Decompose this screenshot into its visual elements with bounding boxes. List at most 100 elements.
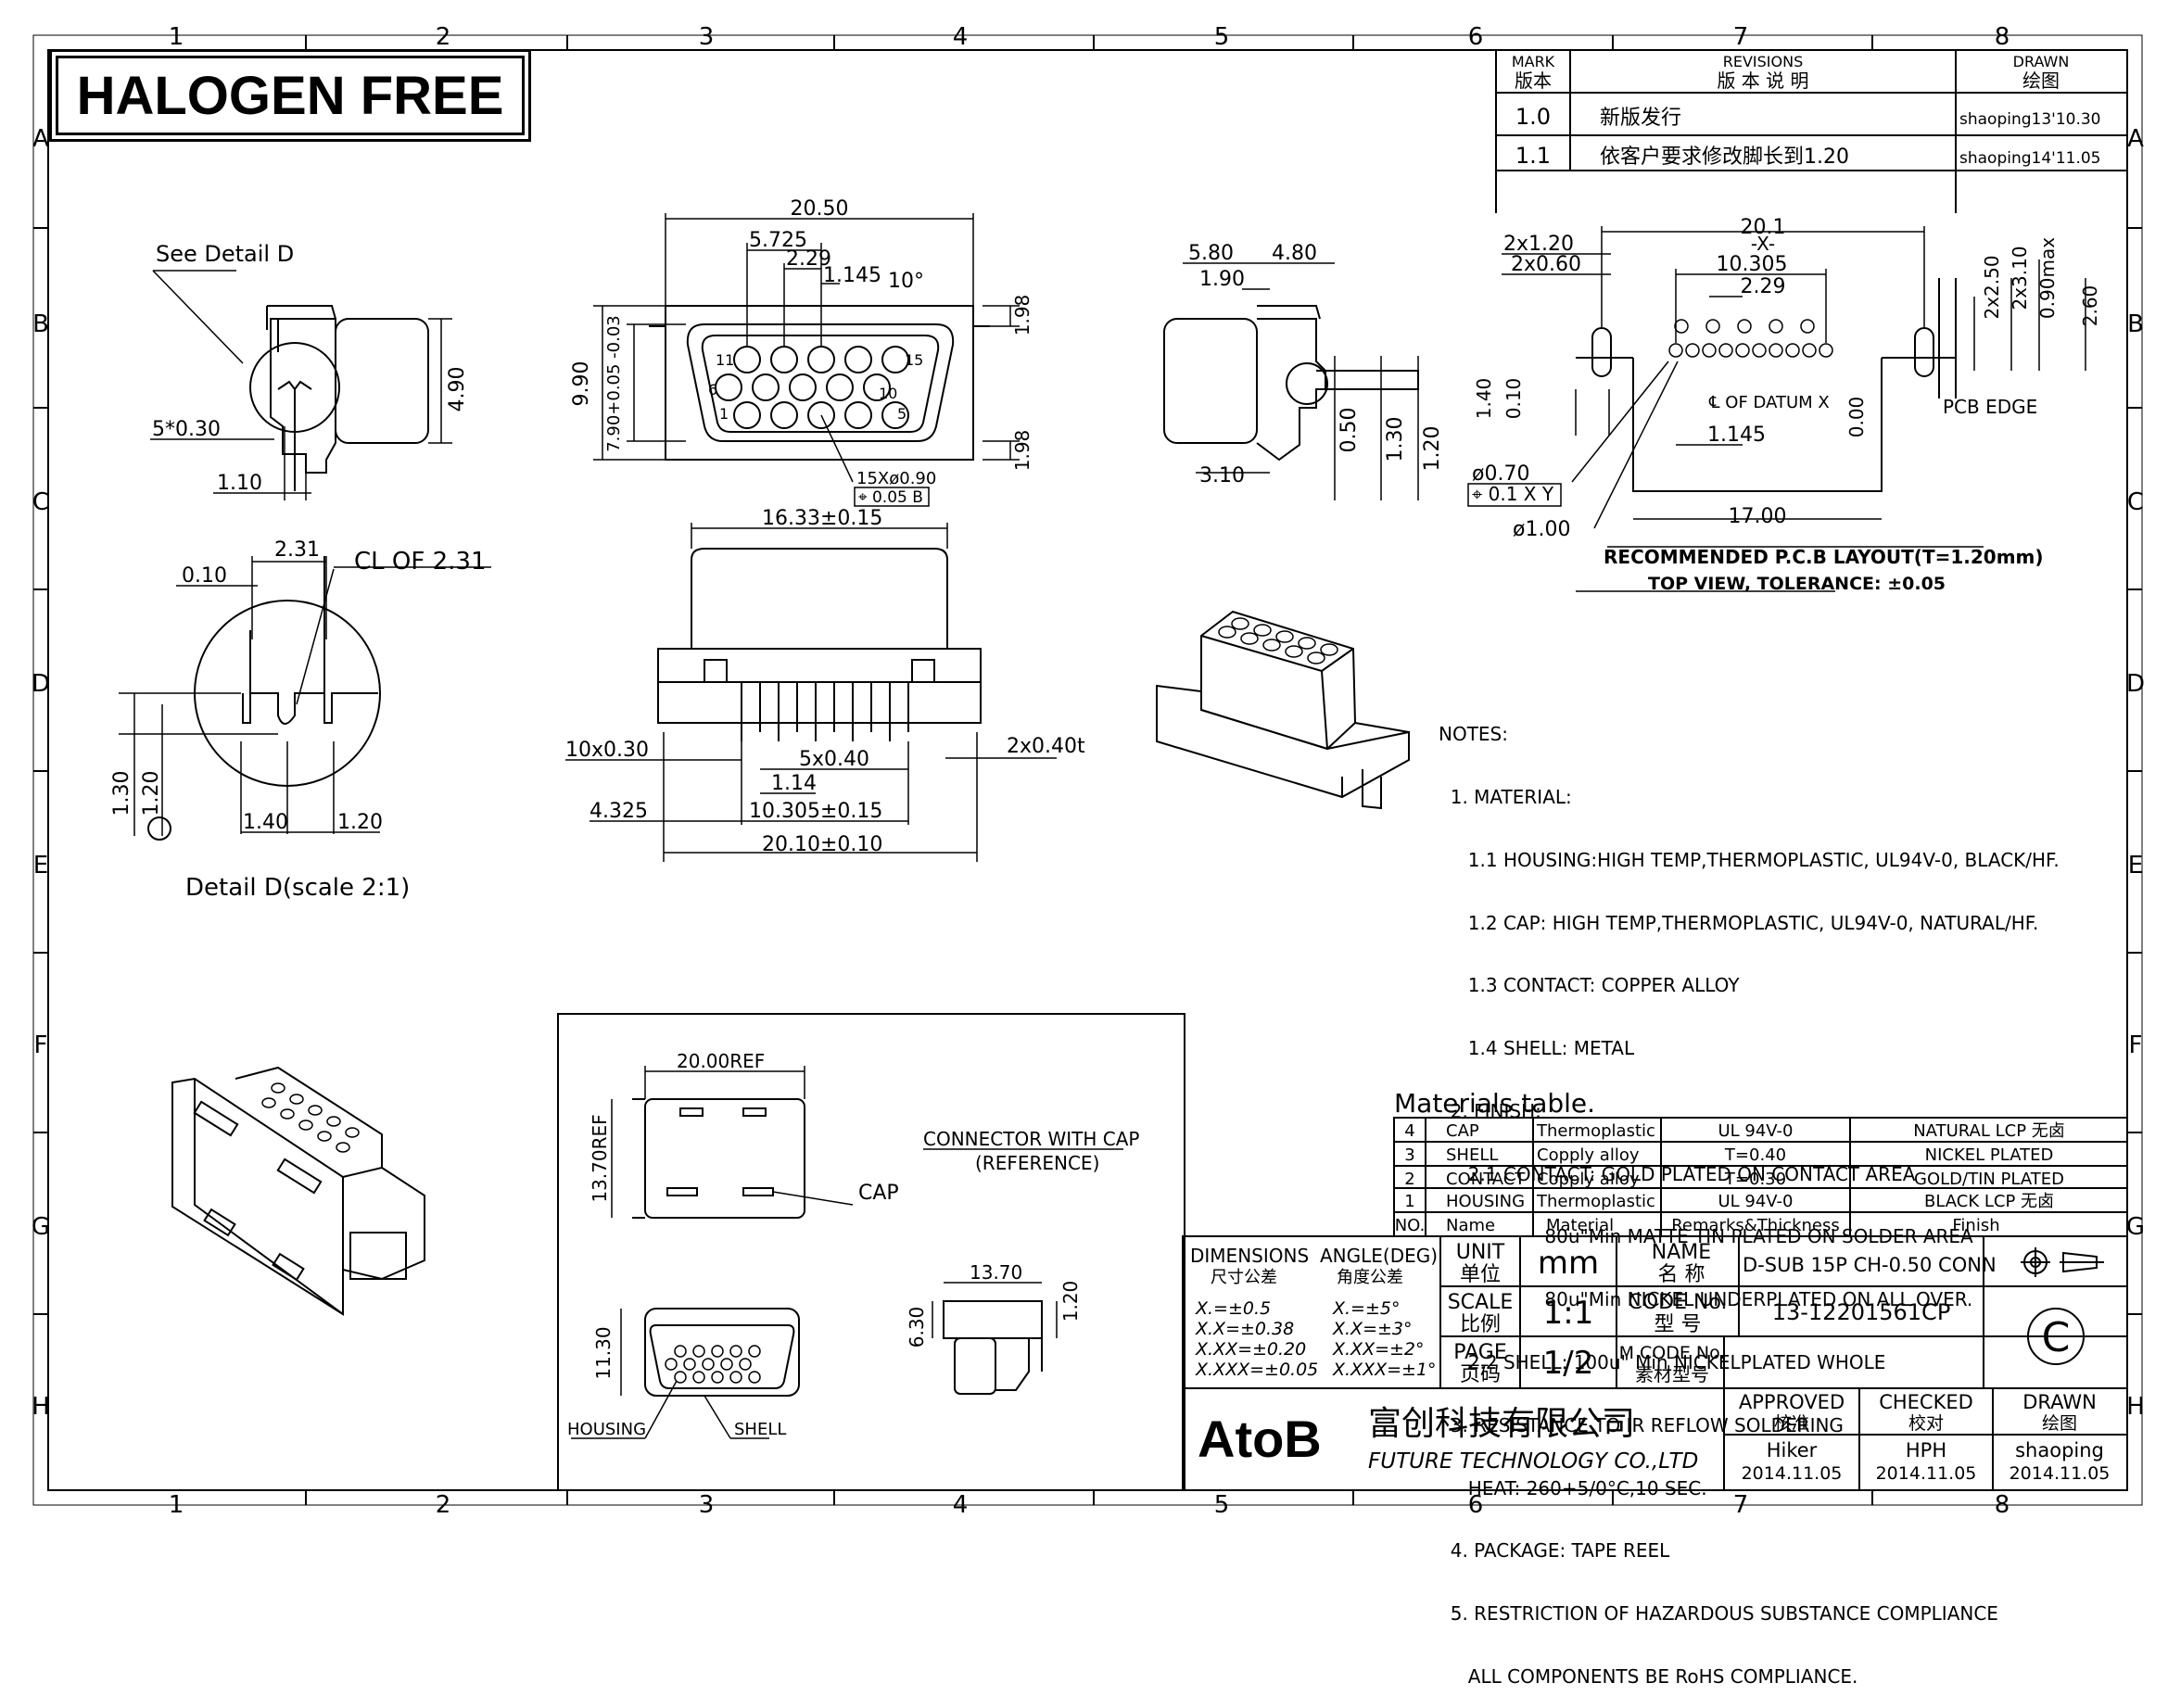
tb-approved: APPROVED [1739,1391,1845,1413]
col-label: 5 [1214,1491,1230,1519]
col-label: 7 [1733,23,1749,51]
mat-no: 4 [1404,1121,1414,1141]
tb-code: CODE No. [1628,1291,1727,1314]
tb-approved-by: Hiker [1767,1439,1818,1461]
col-label: 3 [699,1491,715,1519]
note-line: 5. RESTRICTION OF HAZARDOUS SUBSTANCE CO… [1439,1602,1998,1626]
pcb-dims [1502,226,2086,592]
tb-scale-cn: 比例 [1460,1313,1501,1336]
tb-tol-lin: X.=±0.5 [1195,1298,1271,1319]
row-label: C [2127,488,2144,516]
dim-1-20c: 1.20 [1421,426,1444,472]
mat-head-name: Name [1446,1216,1495,1235]
dim-5-80: 5.80 [1188,242,1234,265]
note-line: NOTES: [1439,723,1508,746]
reference-side-dims [932,1282,1058,1338]
note-line: 1. MATERIAL: [1439,785,1572,808]
tb-drawn-cn: 绘图 [2042,1413,2077,1434]
detail-d-dims [119,556,491,836]
col-label: 6 [1468,23,1484,51]
col-label: 4 [953,23,969,51]
note-line: 1.2 CAP: HIGH TEMP,THERMOPLASTIC, UL94V-… [1439,911,2039,934]
pcb-dim-17-00: 17.00 [1729,505,1787,528]
dim-7-90: 7.90+0.05 -0.03 [604,315,624,452]
ref-shell: SHELL [734,1420,786,1439]
pcb-subtitle: TOP VIEW, TOLERANCE: ±0.05 [1648,574,1946,594]
pcb-datum-x: -X- [1751,233,1775,255]
mat-finish: NATURAL LCP 无卤 [1913,1121,2065,1141]
tol-frame-box [854,487,930,507]
mat-finish: BLACK LCP 无卤 [1924,1192,2054,1211]
front-view-pins [715,346,909,429]
rev-head-rev: REVISIONS [1723,53,1803,70]
rev-head-mark: MARK [1512,53,1555,70]
ref-dim-6-30: 6.30 [906,1307,928,1348]
tb-name-cn: 名 称 [1658,1263,1705,1286]
tb-checked: CHECKED [1879,1391,1973,1413]
pcb-edge-label: PCB EDGE [1943,396,2037,418]
detail-caption: Detail D(scale 2:1) [185,874,410,902]
row-label: E [2128,852,2143,879]
reference-dims [611,1066,1123,1218]
rev-row-drawn: shaoping13'10.30 [1959,110,2101,129]
tb-page-val: 1/2 [1543,1345,1594,1382]
pcb-dim-0-00: 0.00 [1845,397,1868,438]
see-detail-label: See Detail D [156,241,294,267]
ref-cap-label: CAP [858,1182,899,1205]
tb-name: NAME [1652,1241,1711,1264]
dim-0-50: 0.50 [1338,408,1361,453]
front-view [649,305,990,461]
dim-1-10: 1.10 [217,472,262,495]
side-view [1163,305,1419,462]
bottom-view-pins [741,682,909,741]
company-name-en: FUTURE TECHNOLOGY CO.,LTD [1368,1449,1698,1474]
col-label: 2 [436,23,451,51]
dim-4-325: 4.325 [590,800,648,823]
company-logo: AtoB [1198,1410,1322,1468]
col-label: 8 [1995,23,2010,51]
mat-name: SHELL [1446,1145,1498,1165]
note-line: 3. RESISTANCE TO IR REFLOW SOLDERING [1439,1413,1844,1436]
col-label: 1 [169,1491,184,1519]
cl-label: CL OF 2.31 [354,548,486,576]
tb-scale: SCALE [1448,1291,1514,1314]
mat-head-no: NO. [1395,1216,1426,1235]
tb-unit-val: mm [1538,1245,1599,1282]
materials-title: Materials table. [1394,1088,1595,1119]
ref-dim-13-70b: 13.70 [970,1261,1022,1284]
dim-16-33: 16.33±0.15 [762,507,882,530]
mat-head-remarks: Remarks&Thickness [1671,1216,1840,1235]
ref-dim-11-30: 11.30 [592,1326,615,1379]
note-line: ALL COMPONENTS BE RoHS COMPLIANCE. [1439,1664,1858,1688]
tb-tol-lin: X.XX=±0.20 [1195,1339,1306,1360]
dim-9-90: 9.90 [570,361,593,407]
row-label: G [2126,1213,2145,1241]
tb-tol-ang: X.XXX=±1° [1332,1360,1437,1380]
grid-ticks [33,35,2142,1505]
dim-1-20: 1.20 [140,771,163,816]
dim-20-50: 20.50 [791,197,849,221]
note-line: 80u"Min NICKEL UNDERPLATED ON ALL OVER. [1439,1288,1973,1311]
reference-front-dims [571,1309,769,1439]
dim-2x0-40t: 2x0.40t [1007,735,1085,758]
note-line: 1.4 SHELL: METAL [1439,1037,1635,1060]
dim-2-29: 2.29 [786,247,831,271]
pcb-tol-frame [1467,483,1562,507]
notes-block: NOTES: 1. MATERIAL: 1.1 HOUSING:HIGH TEM… [1439,682,2060,1708]
pin-label: 10 [879,385,897,402]
title-block [1182,1235,2128,1491]
row-label: D [2126,670,2145,698]
tb-approved-date: 2014.11.05 [1742,1463,1843,1484]
tb-checked-cn: 校对 [1908,1413,1944,1434]
pcb-holes [1668,319,1833,358]
projection-symbol-icon [2021,1247,2104,1277]
mat-head-material: Material [1546,1216,1614,1235]
tb-mcode-cn: 素材型号 [1635,1363,1709,1385]
tb-approved-cn: 核准 [1774,1413,1809,1434]
tb-page-cn: 页码 [1460,1363,1501,1386]
note-line: 2.1 CONTACT: GOLD PLATED ON CONTACT AREA [1439,1162,1916,1185]
tb-checked-by: HPH [1906,1439,1946,1461]
isometric-view [1156,610,1410,810]
tb-drawn: DRAWN [2022,1391,2097,1413]
ref-dim-1-20: 1.20 [1059,1281,1082,1322]
